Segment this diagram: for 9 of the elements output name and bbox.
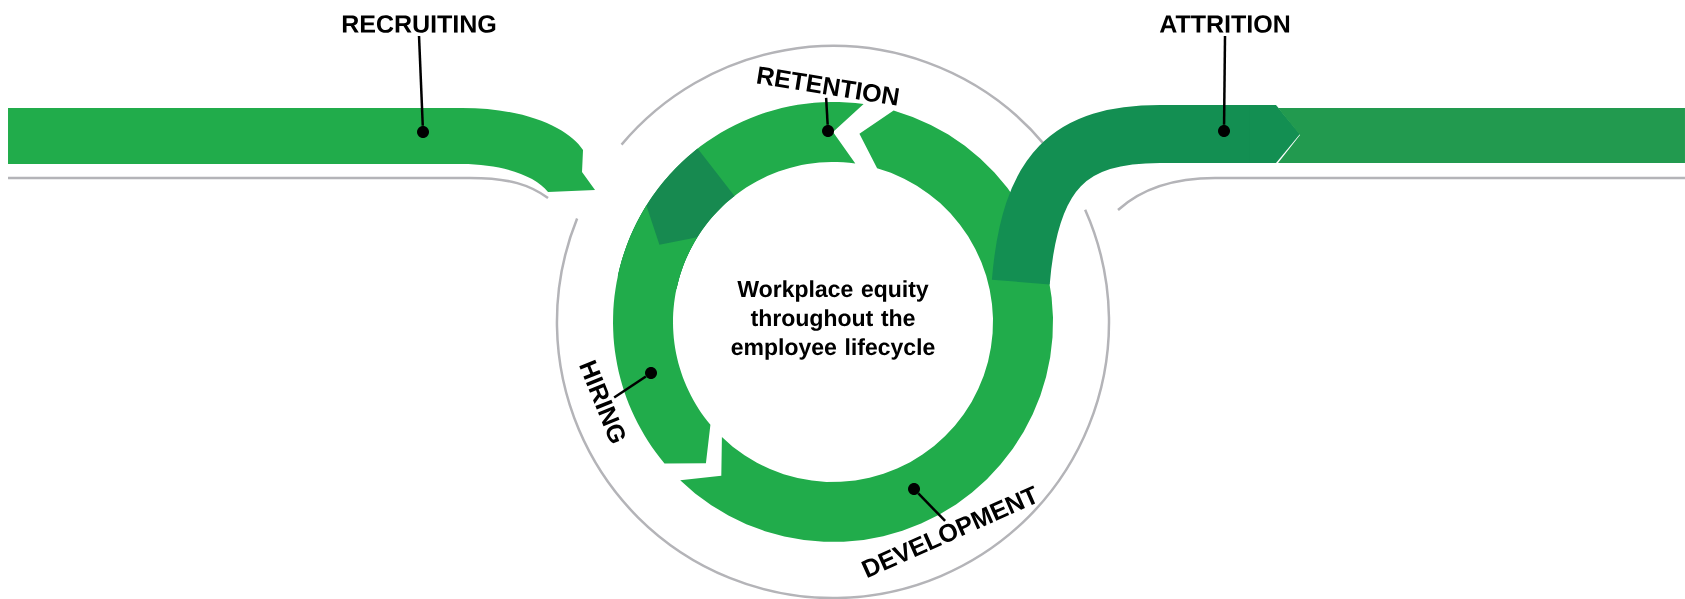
leader-line [824,97,829,125]
leader-line [417,36,424,126]
leader-line [613,375,647,399]
leader-line [917,492,946,522]
stage-label: RETENTION [757,66,900,106]
center-text: Workplace equity throughout the employee lifecycle [731,280,935,360]
stage-label: RECRUITING [342,15,496,33]
leader-line [1222,36,1227,125]
stage-label: ATTRITION [1159,15,1290,33]
